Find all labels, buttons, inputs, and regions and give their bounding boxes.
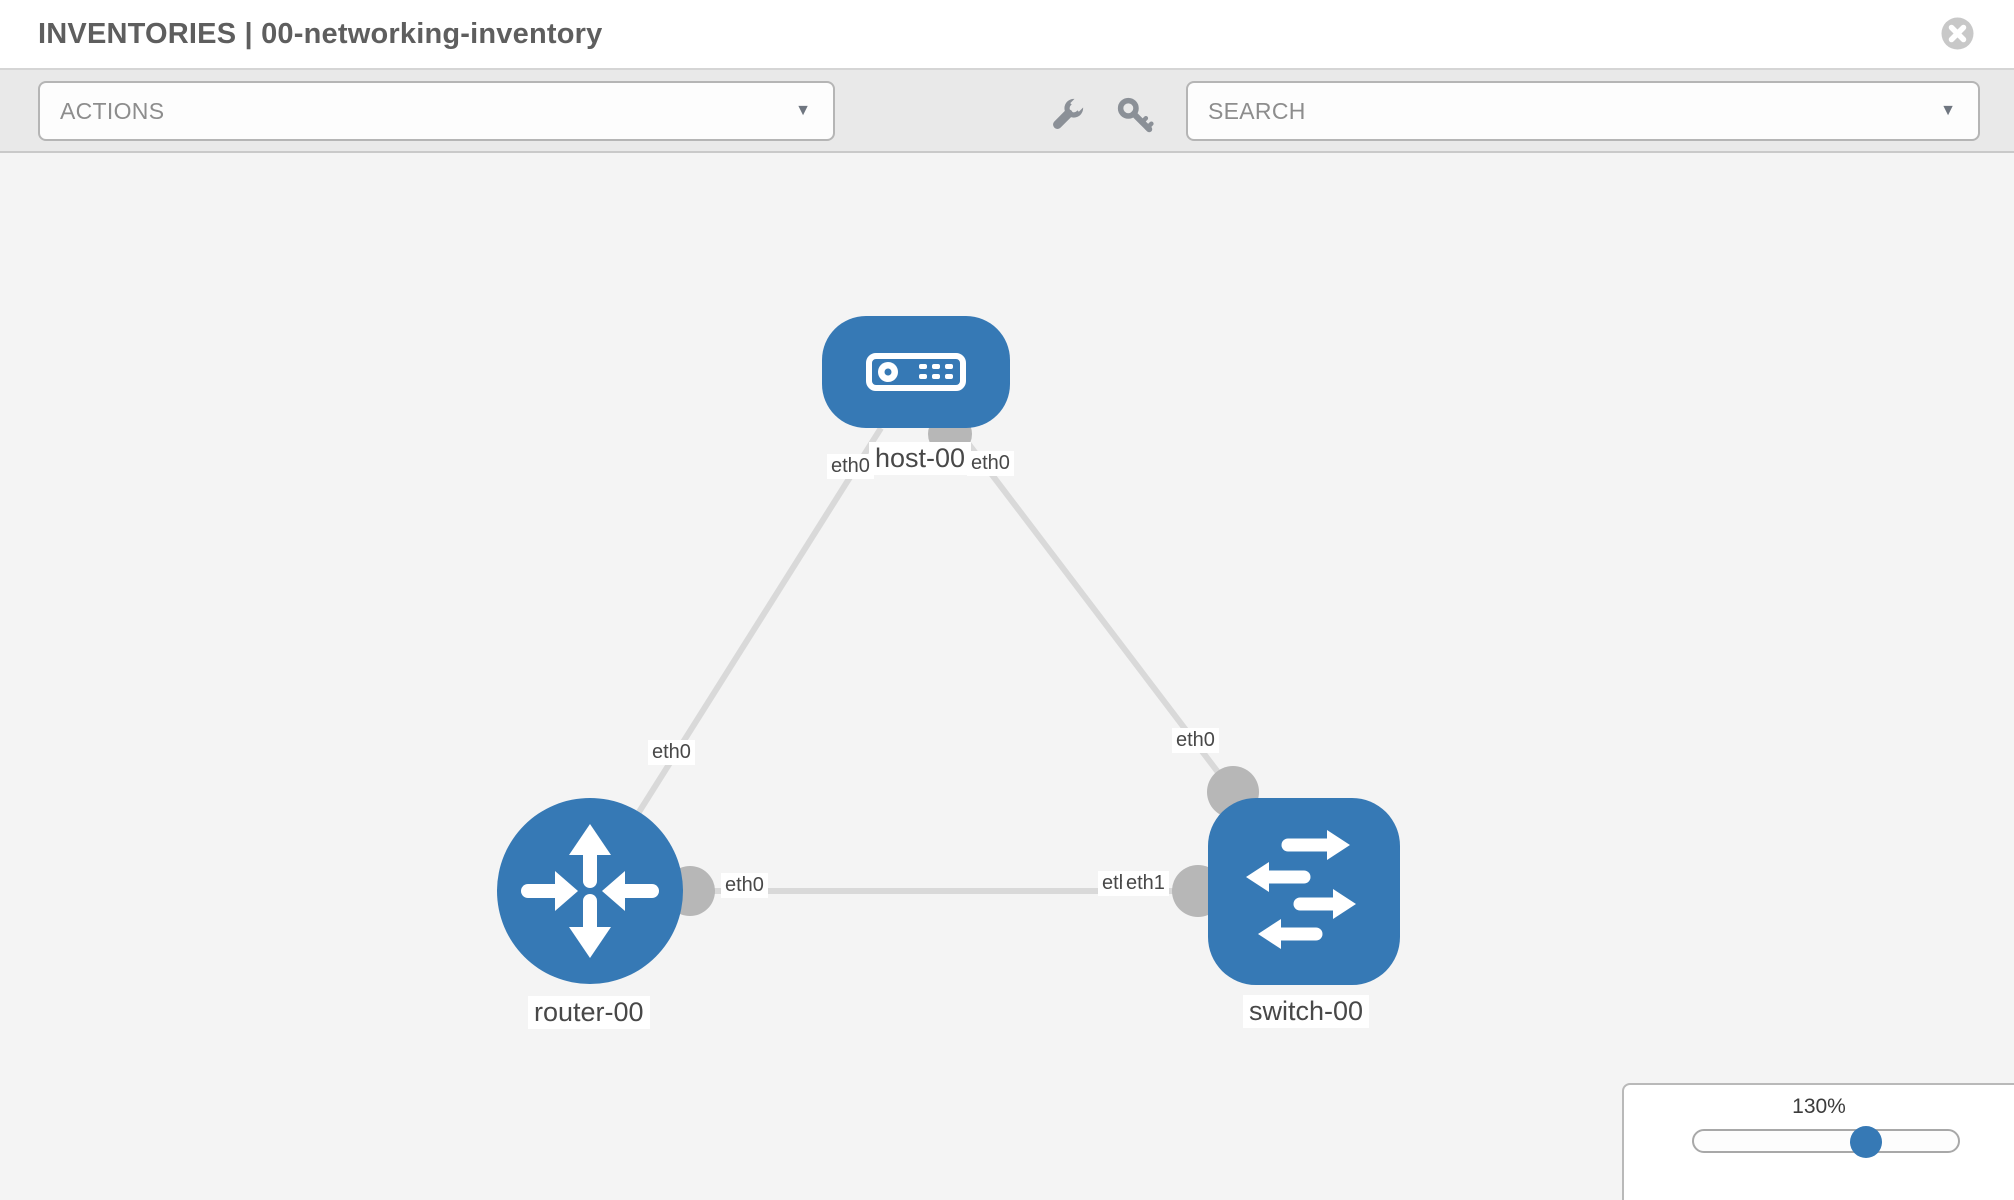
iface-label-host-to-switch: eth0	[967, 451, 1014, 476]
iface-label-switch-to-host: eth0	[1172, 728, 1219, 753]
caret-down-icon: ▼	[795, 102, 811, 119]
node-label-router: router-00	[528, 996, 650, 1029]
configure-button[interactable]	[1044, 94, 1088, 138]
iface-label-router-to-host: eth0	[648, 740, 695, 765]
host-icon	[866, 353, 966, 391]
zoom-level: 130%	[1792, 1095, 1846, 1118]
topology-canvas[interactable]	[0, 153, 2014, 1200]
node-switch-00[interactable]	[1208, 798, 1400, 985]
caret-down-icon: ▼	[1940, 102, 1956, 119]
node-label-switch: switch-00	[1243, 995, 1370, 1028]
iface-label-router-to-switch: eth0	[721, 873, 768, 898]
close-icon	[1941, 17, 1974, 50]
page-title: INVENTORIES | 00-networking-inventory	[38, 18, 603, 50]
toolbar: ACTIONS ▼ SEARCH ▼	[0, 70, 2014, 153]
actions-dropdown-label: ACTIONS	[60, 97, 165, 124]
zoom-slider-track[interactable]	[1692, 1126, 1960, 1158]
actions-dropdown[interactable]: ACTIONS ▼	[38, 81, 835, 141]
router-icon	[521, 824, 659, 958]
zoom-slider-thumb[interactable]	[1850, 1126, 1882, 1158]
node-host-00[interactable]	[822, 316, 1010, 428]
wrench-icon	[1053, 95, 1087, 129]
switch-icon	[1246, 830, 1356, 949]
credentials-button[interactable]	[1114, 94, 1158, 138]
header: INVENTORIES | 00-networking-inventory	[0, 0, 2014, 70]
iface-label-switch-to-router: eth1	[1122, 871, 1169, 896]
close-button[interactable]	[1941, 17, 1974, 50]
zoom-panel: 130%	[1622, 1083, 2014, 1200]
node-router-00[interactable]	[497, 798, 683, 984]
key-icon	[1117, 97, 1154, 133]
node-label-host: host-00	[869, 442, 972, 475]
search-dropdown[interactable]: SEARCH ▼	[1186, 81, 1980, 141]
search-dropdown-label: SEARCH	[1208, 97, 1306, 124]
iface-label-host-to-router: eth0	[827, 454, 874, 479]
